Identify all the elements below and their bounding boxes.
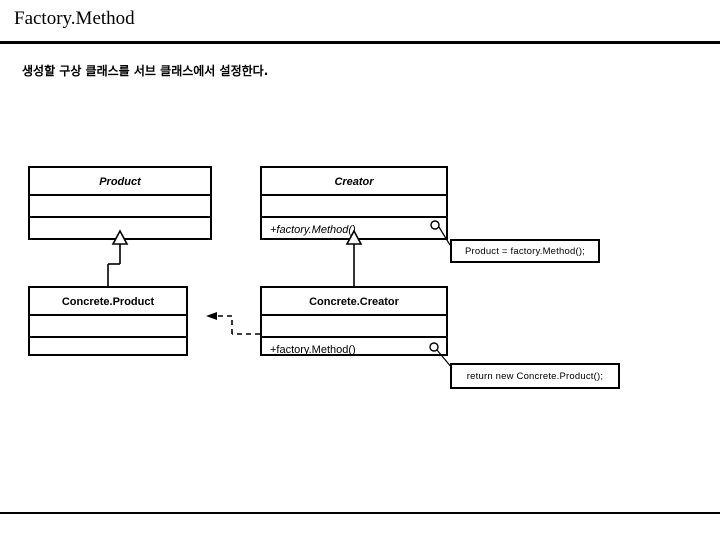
note-creator-body: Product = factory.Method();: [450, 239, 600, 263]
dependency-concrete-creator-to-concrete-product: [206, 312, 260, 335]
footer-divider: [0, 512, 720, 514]
uml-class-creator-name: Creator: [262, 168, 446, 196]
uml-class-concrete-product-operations: [30, 338, 186, 362]
slide-subtitle: 생성할 구상 클래스를 서브 클래스에서 설정한다.: [22, 64, 269, 78]
uml-class-concrete-creator-operations: +factory.Method(): [270, 344, 356, 356]
note-concrete-creator-body: return new Concrete.Product();: [450, 363, 620, 389]
uml-class-concrete-creator[interactable]: Concrete.Creator +factory.Method(): [260, 286, 448, 356]
uml-class-creator-operations: +factory.Method(): [270, 224, 356, 236]
uml-class-product[interactable]: Product: [28, 166, 212, 240]
uml-class-concrete-product[interactable]: Concrete.Product: [28, 286, 188, 356]
title-divider: [0, 41, 720, 44]
uml-class-product-name: Product: [30, 168, 210, 196]
uml-class-product-attributes: [30, 196, 210, 218]
uml-class-concrete-creator-name: Concrete.Creator: [262, 288, 446, 316]
uml-class-creator-attributes: [262, 196, 446, 218]
uml-class-concrete-product-attributes: [30, 316, 186, 338]
uml-class-product-operations: [30, 218, 210, 242]
uml-class-creator[interactable]: Creator +factory.Method(): [260, 166, 448, 240]
uml-class-concrete-creator-attributes: [262, 316, 446, 338]
uml-class-concrete-product-name: Concrete.Product: [30, 288, 186, 316]
page-title: Factory.Method: [14, 8, 135, 29]
